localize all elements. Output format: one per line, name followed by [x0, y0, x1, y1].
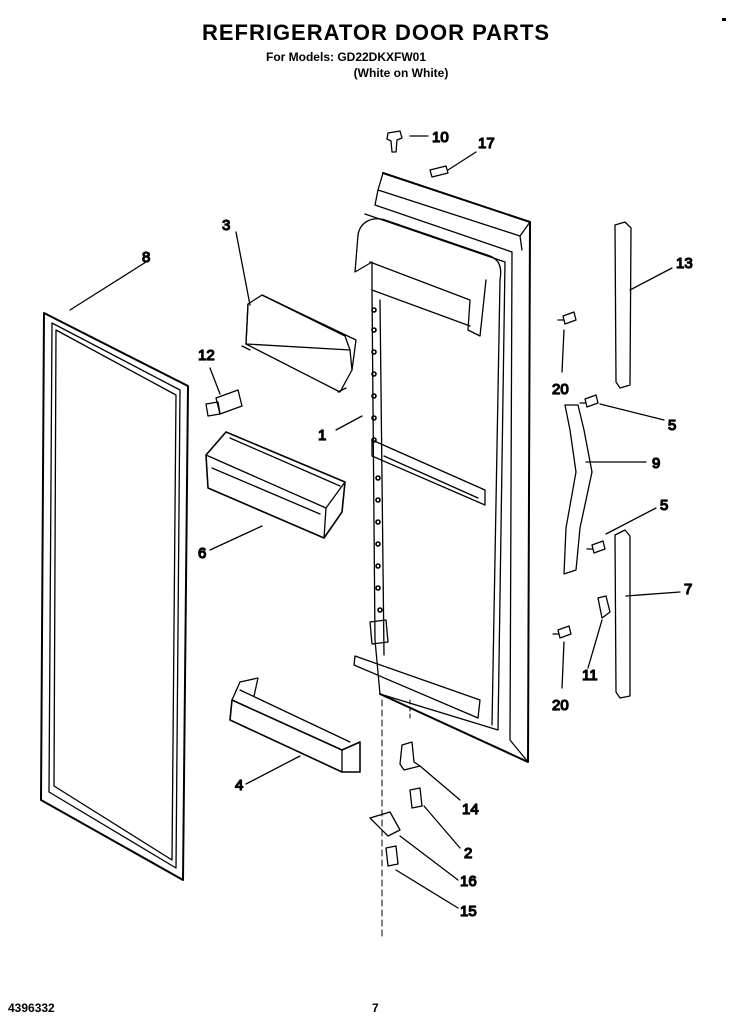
models-line: For Models: GD22DKXFW01: [265, 50, 427, 64]
callout-14: 14: [462, 801, 479, 818]
leader-lines: [69, 135, 681, 909]
callout-9: 9: [652, 455, 660, 472]
door-gasket: [40, 312, 189, 881]
bushing: [386, 130, 403, 153]
door-shelf: [229, 677, 361, 773]
door-liner: [353, 172, 531, 941]
callout-20-upper: 20: [552, 381, 569, 398]
callout-20-lower: 20: [552, 697, 569, 714]
callout-3: 3: [222, 217, 230, 234]
dairy-door: [241, 294, 357, 393]
callout-12: 12: [198, 347, 215, 364]
label-plate: [429, 165, 449, 178]
callout-11: 11: [582, 667, 598, 684]
document-number: 4396332: [8, 1001, 55, 1015]
corner-mark: [722, 18, 726, 21]
screws: [552, 311, 606, 639]
callout-1: 1: [318, 427, 326, 444]
callout-15: 15: [460, 903, 477, 920]
callout-5-lower: 5: [660, 497, 668, 514]
door-bin: [205, 431, 346, 539]
upper-trim: [614, 221, 632, 389]
callout-7: 7: [684, 581, 692, 598]
callout-5-upper: 5: [668, 417, 676, 434]
page-number: 7: [372, 1001, 379, 1015]
hinge-clip: [205, 389, 243, 417]
callout-8: 8: [142, 249, 150, 266]
callout-4: 4: [235, 777, 243, 794]
callout-6: 6: [198, 545, 206, 562]
callout-2: 2: [464, 845, 472, 862]
callout-10: 10: [432, 129, 449, 146]
callout-16: 16: [460, 873, 477, 890]
callout-17: 17: [478, 135, 495, 152]
page-title: REFRIGERATOR DOOR PARTS: [201, 20, 551, 45]
handle: [563, 404, 593, 575]
lower-trim: [614, 529, 631, 699]
clip: [597, 595, 611, 619]
callout-13: 13: [676, 255, 693, 272]
color-line: (White on White): [353, 66, 449, 80]
